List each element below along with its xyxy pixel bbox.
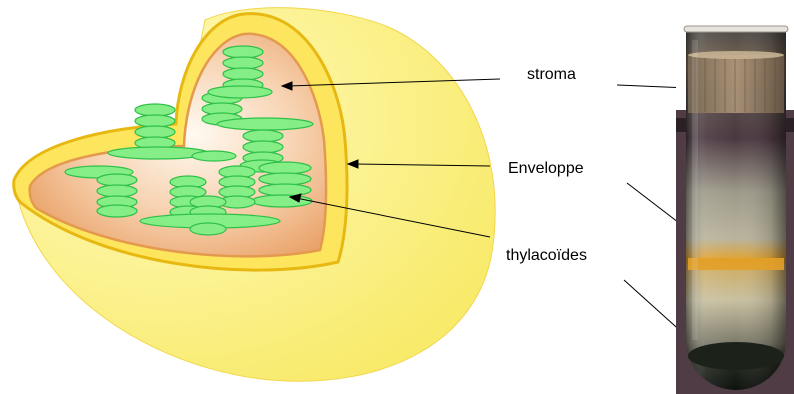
tube-pellet [688,342,784,370]
enveloppe-label: Enveloppe [508,160,584,178]
chloroplast [14,8,495,382]
tube-envelope-band [688,258,784,270]
centrifuge-tube-photo [676,18,794,394]
stroma-label: stroma [527,66,576,84]
thylacoides-label: thylacoïdes [506,247,587,265]
